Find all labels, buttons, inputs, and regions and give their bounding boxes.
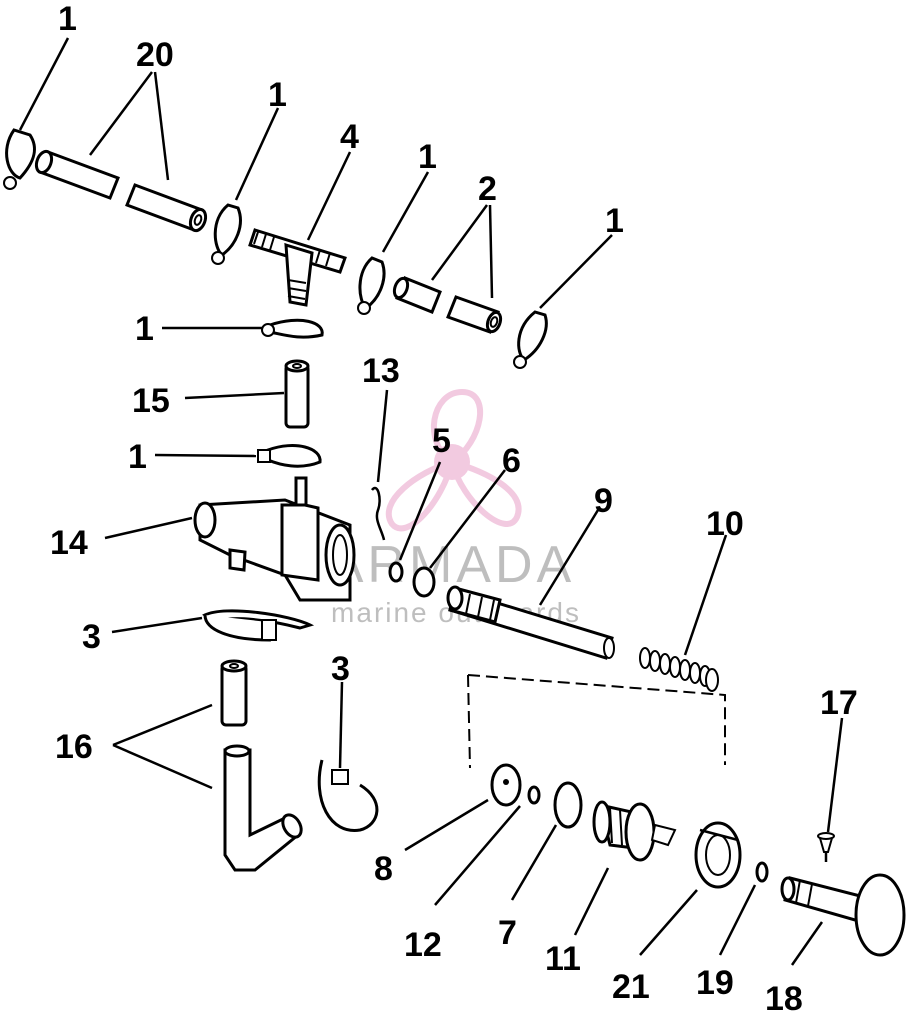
label-1e: 1 [135,310,154,348]
label-10: 10 [706,505,744,543]
label-15: 15 [132,382,170,420]
part-clamp-1d [513,310,548,369]
part-clamp-1c [357,256,386,315]
part-oring-12 [527,785,541,805]
label-3a: 3 [82,618,101,656]
part-oring-19 [755,861,769,883]
part-hose-2 [392,276,503,334]
part-spring-10 [639,647,719,692]
part-washer-8 [490,763,522,807]
label-1c: 1 [418,138,437,176]
label-2: 2 [478,170,497,208]
label-14: 14 [50,524,88,562]
label-17: 17 [820,684,858,722]
watermark-brand: ARMADA [329,536,575,594]
part-screw-17 [817,832,835,862]
part-body-14 [193,476,356,602]
part-oring-5 [388,561,404,583]
label-19: 19 [696,964,734,1002]
label-13: 13 [362,352,400,390]
label-5: 5 [432,422,451,460]
label-1b: 1 [268,76,287,114]
part-strap-clamp-3a [202,609,315,642]
label-16: 16 [55,728,93,766]
part-clip-13 [371,486,386,541]
callout-labels: 1 20 1 4 1 2 1 1 15 1 13 5 6 9 10 14 3 3… [50,0,858,1016]
part-oring-6 [412,566,436,598]
label-1d: 1 [605,202,624,240]
label-18: 18 [765,980,803,1016]
part-valve-body-11 [592,800,677,862]
part-hose-16 [220,659,303,872]
label-21: 21 [612,968,650,1006]
label-1f: 1 [128,438,147,476]
part-clamp-1e [261,318,324,339]
part-knob-18 [780,873,906,957]
label-7: 7 [498,914,517,952]
propeller-icon [385,388,522,532]
leader-lines [18,37,844,966]
part-clamp-1b [211,203,242,265]
part-hose-20 [34,149,208,233]
part-clamp-1f [257,444,322,468]
part-hose-15 [284,359,310,429]
label-4: 4 [340,118,359,156]
part-plunger-9 [446,585,615,660]
part-tee-fitting-4 [248,228,347,307]
label-8: 8 [374,850,393,888]
label-6: 6 [502,442,521,480]
label-20: 20 [136,36,174,74]
part-nut-21 [694,821,742,889]
label-1a: 1 [58,0,77,38]
label-9: 9 [594,482,613,520]
part-strap-clamp-3b [317,759,379,832]
label-11: 11 [545,940,581,978]
part-oring-7 [553,781,583,829]
label-12: 12 [404,926,442,964]
assembly-outline [467,674,726,769]
part-clamp-1a [3,128,36,190]
label-3b: 3 [331,650,350,688]
